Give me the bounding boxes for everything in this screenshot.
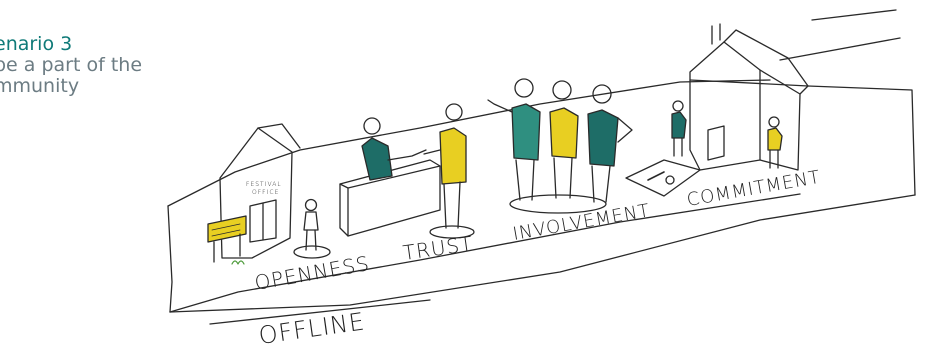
office-sign-line-2: OFFICE [252,189,279,196]
commitment-house [689,23,809,171]
scenario-heading: enario 3 be a part of the mmunity [0,34,142,97]
label-offline: OFFLINE [257,307,367,350]
scenario-title: enario 3 [0,33,73,55]
desk-staff-figure [361,117,427,181]
commitment-figures [671,100,783,169]
label-trust: TRUST [401,231,474,265]
festival-office-building: FESTIVAL OFFICE [219,123,301,259]
yellow-sign-board [207,215,247,265]
openness-figure [293,198,331,259]
office-sign-line-1: FESTIVAL [246,181,282,188]
involvement-figures [487,78,633,214]
ground-platform [167,9,916,325]
scenario-subtitle-line-1: be a part of the [0,54,143,76]
label-involvement: INVOLVEMENT [511,200,652,245]
trust-figures [423,103,475,239]
scenario-subtitle-line-2: mmunity [0,75,80,97]
counter-desk [339,159,441,237]
label-commitment: COMMITMENT [685,167,822,211]
